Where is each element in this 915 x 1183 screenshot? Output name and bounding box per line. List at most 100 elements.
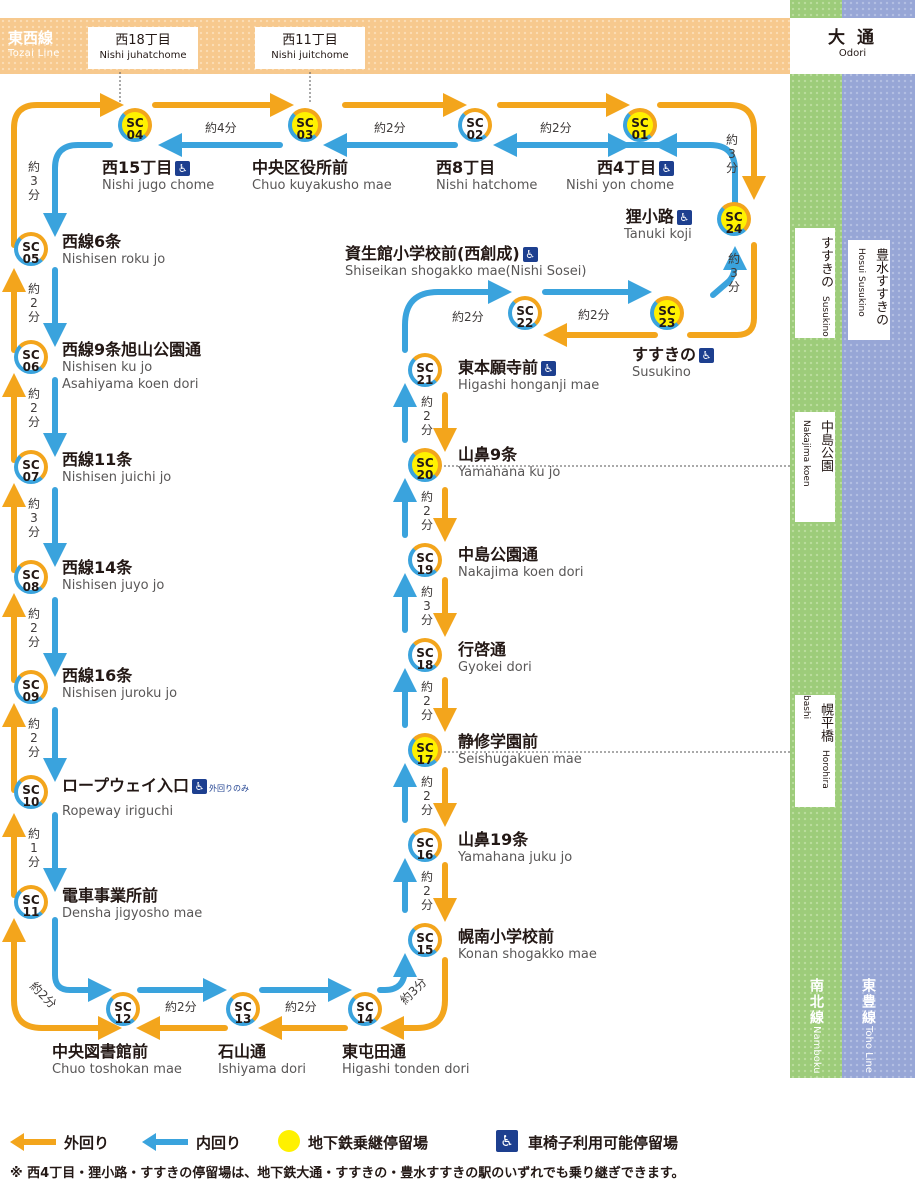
- label-sc19: 中島公園通 Nakajima koen dori: [458, 545, 584, 580]
- duration-13-12: 約2分: [165, 1000, 197, 1014]
- nanboku-station-nakajima-koen: 中島公園Nakajima koen: [795, 412, 835, 522]
- label-sc21: 東本願寺前♿ Higashi honganji mae: [458, 358, 600, 393]
- label-sc20: 山鼻9条 Yamahana ku jo: [458, 445, 561, 480]
- toho-line-band: [842, 0, 915, 1078]
- duration-07-06: 約2分: [27, 387, 40, 429]
- label-sc03: 中央区役所前 Chuo kuyakusho mae: [252, 158, 392, 193]
- label-sc06: 西線9条旭山公園通 Nishisen ku jo Asahiyama koen …: [62, 340, 202, 392]
- duration-01-24: 約3分: [725, 133, 738, 175]
- duration-10-09: 約2分: [27, 717, 40, 759]
- duration-06-05: 約2分: [27, 282, 40, 324]
- label-sc09: 西線16条 Nishisen juroku jo: [62, 666, 178, 701]
- wheelchair-icon: ♿: [676, 210, 692, 225]
- duration-19-18: 約3分: [420, 585, 433, 627]
- duration-22-21: 約2分: [452, 310, 484, 324]
- duration-18-17: 約2分: [420, 680, 433, 722]
- toho-station-hosui-susukino: 豊水すすきのHosui Susukino: [848, 240, 890, 340]
- tozai-line-name: 東西線: [8, 29, 54, 47]
- duration-11-10: 約1分: [27, 827, 40, 869]
- label-sc15: 幌南小学校前 Konan shogakko mae: [458, 927, 597, 962]
- nanboku-line-label: 南北線Namboku Line: [808, 978, 824, 1098]
- label-sc08: 西線14条 Nishisen juyo jo: [62, 558, 165, 593]
- outer-arrow-icon: [10, 1133, 56, 1151]
- label-sc13: 石山通 Ishiyama dori: [218, 1042, 307, 1077]
- label-sc04: 西15丁目♿ Nishi jugo chome: [102, 158, 215, 193]
- duration-16-15: 約2分: [420, 870, 433, 912]
- label-sc23: すすきの♿ Susukino: [632, 345, 715, 381]
- duration-08-07: 約3分: [27, 497, 40, 539]
- label-sc01: 西4丁目♿ Nishi yon chome: [566, 158, 675, 193]
- label-sc10: ロープウェイ入口♿外回りのみ Ropeway iriguchi: [62, 776, 250, 819]
- transfer-circle-icon: [278, 1130, 300, 1152]
- duration-24-23: 約3分: [727, 252, 740, 294]
- label-sc24: 狸小路♿ Tanuki koji: [624, 207, 692, 242]
- duration-09-08: 約2分: [27, 607, 40, 649]
- label-sc17: 静修学園前 Seishugakuen mae: [458, 732, 582, 767]
- outer-loop: [2, 93, 766, 1040]
- label-sc05: 西線6条 Nishisen roku jo: [62, 232, 166, 267]
- label-sc12: 中央図書館前 Chuo toshokan mae: [52, 1042, 182, 1077]
- label-sc14: 東屯田通 Higashi tonden dori: [342, 1042, 470, 1077]
- transfer-connectors: [119, 72, 790, 753]
- duration-05-04: 約3分: [27, 160, 40, 202]
- inner-loop: [43, 133, 747, 1002]
- wheelchair-icon: ♿: [541, 361, 557, 376]
- footnote: ※ 西4丁目・狸小路・すすきの停留場は、地下鉄大通・すすきの・豊水すすきの駅のい…: [10, 1166, 685, 1181]
- legend-wheelchair: 車椅子利用可能停留場: [528, 1134, 679, 1152]
- label-sc02: 西8丁目 Nishi hatchome: [436, 158, 538, 193]
- label-sc18: 行啓通 Gyokei dori: [458, 640, 532, 675]
- legend-outer: 外回り: [64, 1134, 110, 1152]
- duration-04-03: 約4分: [205, 121, 237, 135]
- duration-21-20: 約2分: [420, 395, 433, 437]
- duration-14-13: 約2分: [285, 1000, 317, 1014]
- legend-inner: 内回り: [196, 1134, 242, 1152]
- duration-20-19: 約2分: [420, 490, 433, 532]
- duration-02-01: 約2分: [540, 121, 572, 135]
- legend-transfer: 地下鉄乗継停留場: [308, 1134, 429, 1152]
- nanboku-station-horohira-bashi: 幌平橋Horohira bashi: [795, 695, 835, 807]
- label-sc22: 資生館小学校前(西創成)♿ Shiseikan shogakko mae(Nis…: [345, 244, 587, 279]
- tozai-station-nishi18: 西18丁目 Nishi juhatchome: [88, 27, 198, 69]
- nanboku-station-susukino: すすきのSusukino: [795, 228, 835, 338]
- wheelchair-icon: ♿: [522, 247, 538, 262]
- label-sc07: 西線11条 Nishisen juichi jo: [62, 450, 172, 485]
- label-sc11: 電車事業所前 Densha jigyosho mae: [62, 886, 203, 921]
- duration-17-16: 約2分: [420, 775, 433, 817]
- wheelchair-icon: ♿: [659, 161, 675, 176]
- label-sc16: 山鼻19条 Yamahana juku jo: [458, 830, 573, 865]
- wheelchair-icon: ♿: [699, 348, 715, 363]
- nanboku-line-band: [790, 0, 842, 1078]
- tozai-line-name-en: Tozai Line: [8, 48, 60, 59]
- wheelchair-icon: ♿: [175, 161, 191, 176]
- wheelchair-icon: ♿: [496, 1130, 518, 1152]
- toho-line-label: 東豊線Toho Line: [860, 978, 876, 1074]
- inner-arrow-icon: [142, 1133, 188, 1151]
- odori-station: 大 通 Odori: [790, 18, 915, 74]
- duration-03-02: 約2分: [374, 121, 406, 135]
